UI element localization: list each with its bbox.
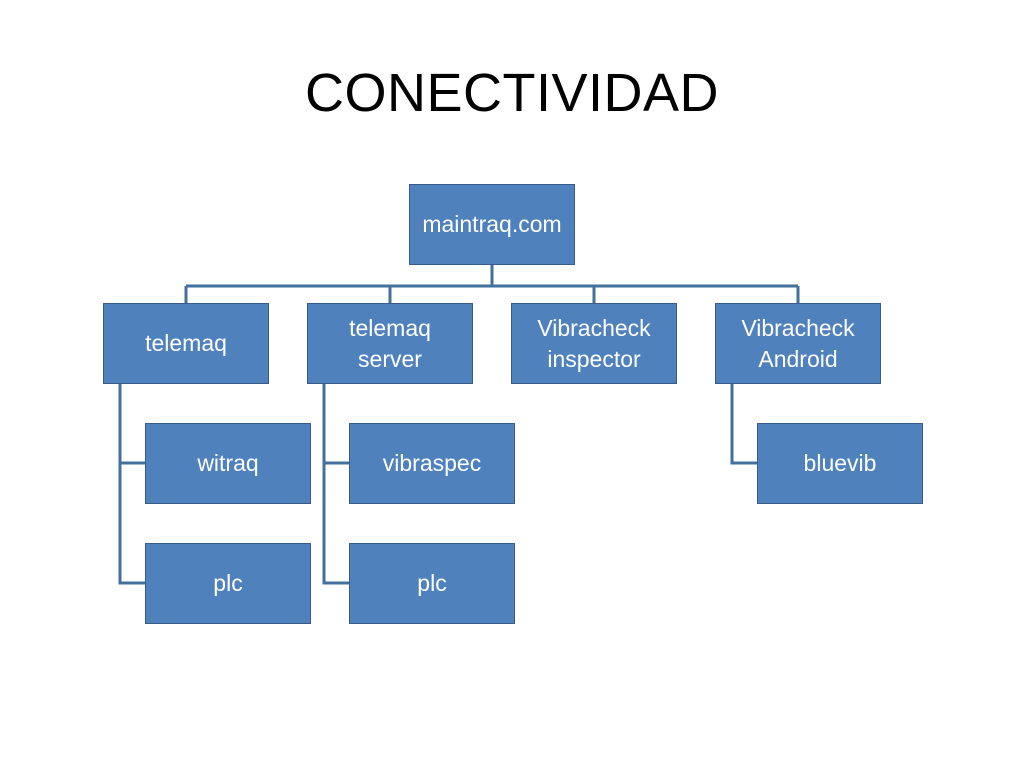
node-vibracheck-inspector: Vibracheck inspector bbox=[511, 303, 677, 384]
node-telemaq: telemaq bbox=[103, 303, 269, 384]
node-label: vibraspec bbox=[382, 450, 482, 476]
node-vibracheck-android: Vibracheck Android bbox=[715, 303, 881, 384]
connector-telemaq-children bbox=[118, 384, 145, 585]
node-label: plc bbox=[213, 570, 243, 596]
node-telemaq-server: telemaq server bbox=[307, 303, 473, 384]
node-maintraq: maintraq.com bbox=[409, 184, 575, 265]
node-plc-server: plc bbox=[349, 543, 515, 624]
connector-telemaq-server-children bbox=[322, 384, 349, 585]
node-label: witraq bbox=[197, 450, 259, 476]
node-label: telemaq server bbox=[349, 314, 431, 372]
node-label: Vibracheck inspector bbox=[537, 314, 651, 372]
connector-vibracheck-android-children bbox=[730, 384, 757, 465]
node-label: maintraq.com bbox=[422, 211, 562, 237]
node-label: telemaq bbox=[145, 330, 227, 356]
node-witraq: witraq bbox=[145, 423, 311, 504]
page-title: CONECTIVIDAD bbox=[304, 63, 720, 123]
node-label: Vibracheck Android bbox=[741, 314, 855, 372]
node-bluevib: bluevib bbox=[757, 423, 923, 504]
node-plc-telemaq: plc bbox=[145, 543, 311, 624]
node-label: bluevib bbox=[803, 450, 877, 476]
node-label: plc bbox=[417, 570, 447, 596]
node-vibraspec: vibraspec bbox=[349, 423, 515, 504]
